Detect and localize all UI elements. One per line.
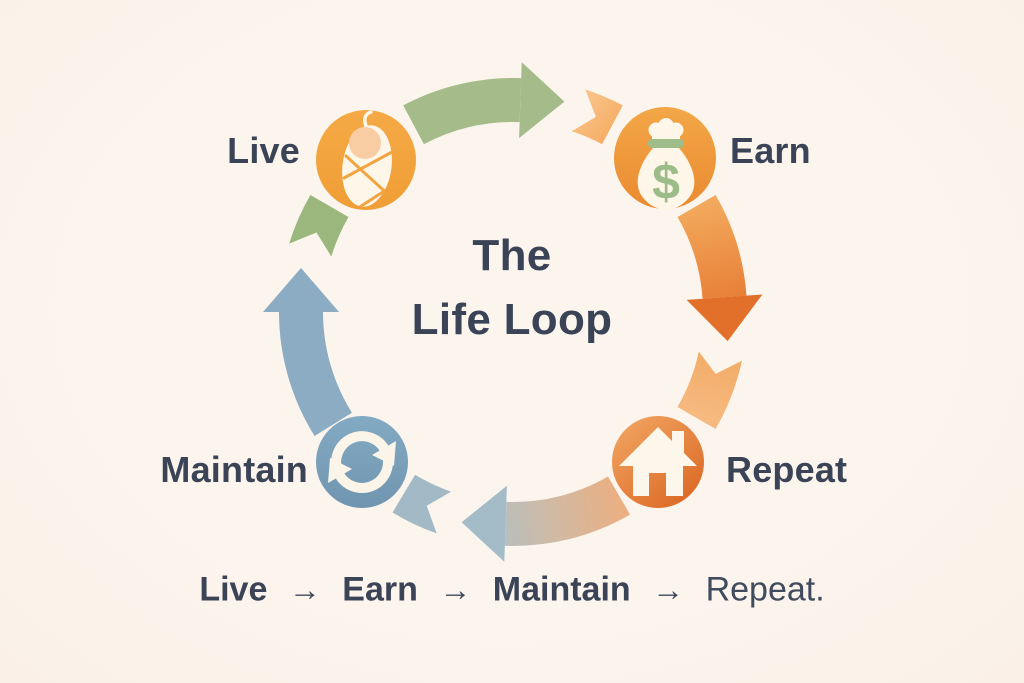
light-orange-segment-top xyxy=(571,89,623,145)
caption-word-earn: Earn xyxy=(342,570,418,609)
caption-arrow-icon: → xyxy=(439,571,472,608)
repeat-label: Repeat xyxy=(726,449,848,490)
caption-word-repeat: Repeat. xyxy=(705,570,825,609)
title-line-1: The xyxy=(472,231,552,281)
light-orange-segment-right xyxy=(677,351,742,429)
house-roof xyxy=(619,427,697,466)
earn-node: $ xyxy=(614,107,716,210)
caption-arrow-icon: → xyxy=(288,571,321,608)
title-line-2: Life Loop xyxy=(411,295,613,344)
arrow-earn-to-repeat xyxy=(677,195,763,429)
green-segment-left xyxy=(289,195,349,257)
house-body xyxy=(633,464,683,496)
sync-arrows-icon xyxy=(328,431,396,493)
caption-word-live: Live xyxy=(199,570,268,609)
caption: Live → Earn → Maintain → Repeat. xyxy=(199,571,824,610)
blue-arc-band xyxy=(279,312,352,436)
diagram-title: The Life Loop xyxy=(412,224,613,352)
gradient-arc-band xyxy=(504,476,630,546)
repeat-node xyxy=(612,416,704,508)
caption-arrow-icon: → xyxy=(652,571,685,608)
dollar-sign: $ xyxy=(652,154,680,210)
baby-curl xyxy=(363,110,373,128)
arrow-live-to-earn xyxy=(403,62,623,145)
swaddle-fold-line xyxy=(342,150,394,180)
maintain-label: Maintain xyxy=(160,449,308,490)
house-icon xyxy=(619,427,697,496)
orange-arc-band xyxy=(677,195,747,299)
caption-word-maintain: Maintain xyxy=(492,570,631,609)
sync-arc-bottom xyxy=(335,456,393,493)
green-arc-band xyxy=(403,77,522,145)
blue-arrowhead-bottom xyxy=(461,485,507,562)
maintain-node xyxy=(316,416,408,508)
arrow-repeat-to-maintain xyxy=(392,474,630,562)
baby-face xyxy=(349,127,381,159)
sync-arrowhead-bottom xyxy=(328,458,352,483)
sync-arc-top xyxy=(331,431,389,473)
bag-tie-band xyxy=(648,139,684,148)
arrow-maintain-to-live xyxy=(263,195,352,436)
money-bag-icon: $ xyxy=(637,118,695,210)
blue-segment-bottom xyxy=(392,474,452,534)
blue-arrowhead-left xyxy=(263,268,339,312)
earn-label: Earn xyxy=(730,130,811,171)
live-label: Live xyxy=(227,130,300,171)
bag-body xyxy=(637,148,695,210)
bag-neck xyxy=(652,128,680,142)
orange-arrowhead xyxy=(686,294,763,342)
maintain-node-circle xyxy=(316,416,408,508)
green-arrowhead xyxy=(519,62,565,139)
live-node xyxy=(316,110,416,211)
